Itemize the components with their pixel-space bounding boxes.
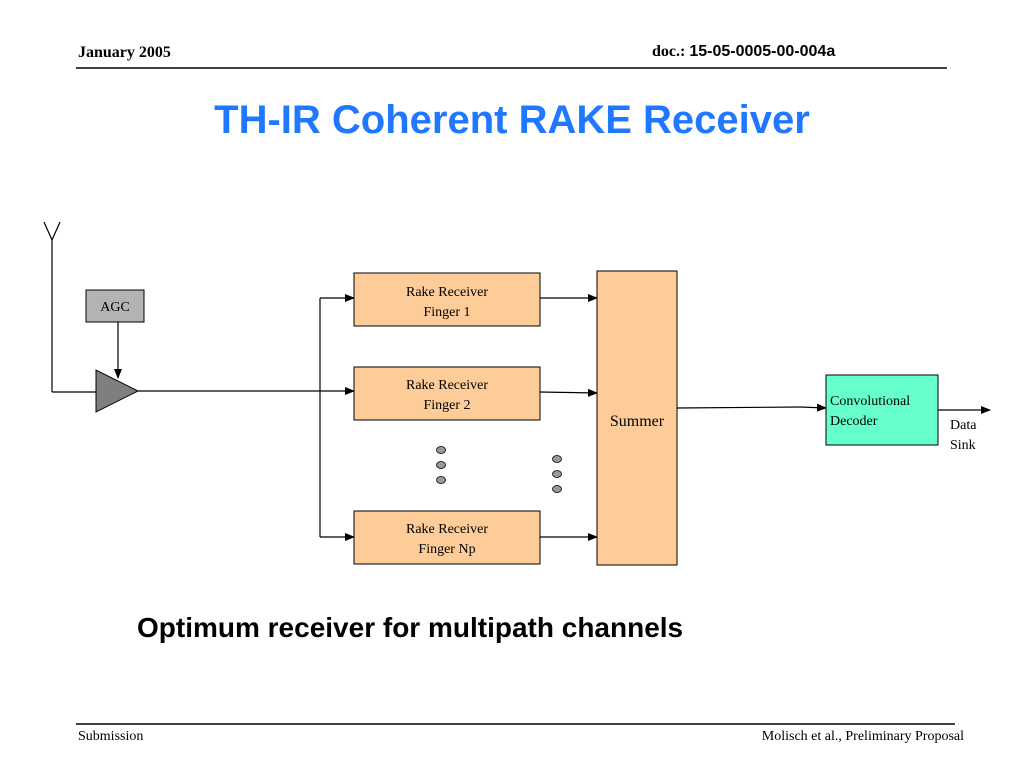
slide-title: TH-IR Coherent RAKE Receiver bbox=[214, 98, 810, 142]
sink-line2: Sink bbox=[950, 438, 976, 453]
agc-box bbox=[85, 289, 145, 323]
antenna-icon bbox=[43, 221, 96, 393]
slide-subtitle: Optimum receiver for multipath channels bbox=[137, 612, 684, 643]
fingerNp-line1: Rake Receiver bbox=[406, 522, 488, 537]
header-date: January 2005 bbox=[78, 44, 171, 61]
finger2-line2: Finger 2 bbox=[423, 398, 470, 413]
finger1-line1: Rake Receiver bbox=[406, 285, 488, 300]
summer-box bbox=[596, 270, 678, 566]
doc-prefix: doc.: bbox=[652, 43, 690, 60]
decoder-box bbox=[825, 374, 939, 446]
arrow-summer-decoder bbox=[799, 403, 827, 412]
ellipsis-dots-left bbox=[436, 446, 446, 484]
finger2-line1: Rake Receiver bbox=[406, 378, 488, 393]
sink-line1: Data bbox=[950, 418, 977, 433]
summer-output-line bbox=[676, 406, 801, 409]
decoder-line2: Decoder bbox=[830, 414, 878, 429]
amplifier-icon bbox=[95, 369, 140, 413]
doc-number: 15-05-0005-00-004a bbox=[689, 43, 836, 60]
fingerNp-line2: Finger Np bbox=[418, 542, 475, 557]
finger2-box bbox=[353, 366, 541, 421]
summer-label: Summer bbox=[610, 413, 665, 430]
arrow-finger2-summer bbox=[539, 388, 598, 397]
footer-right: Molisch et al., Preliminary Proposal bbox=[761, 729, 964, 744]
finger1-box bbox=[353, 272, 541, 327]
ellipsis-dots-right bbox=[552, 455, 562, 493]
agc-label: AGC bbox=[100, 300, 130, 315]
footer-left: Submission bbox=[78, 729, 144, 744]
finger1-line2: Finger 1 bbox=[423, 305, 470, 320]
header-doc-id: doc.: 15-05-0005-00-004a bbox=[652, 43, 835, 61]
decoder-line1: Convolutional bbox=[830, 394, 910, 409]
